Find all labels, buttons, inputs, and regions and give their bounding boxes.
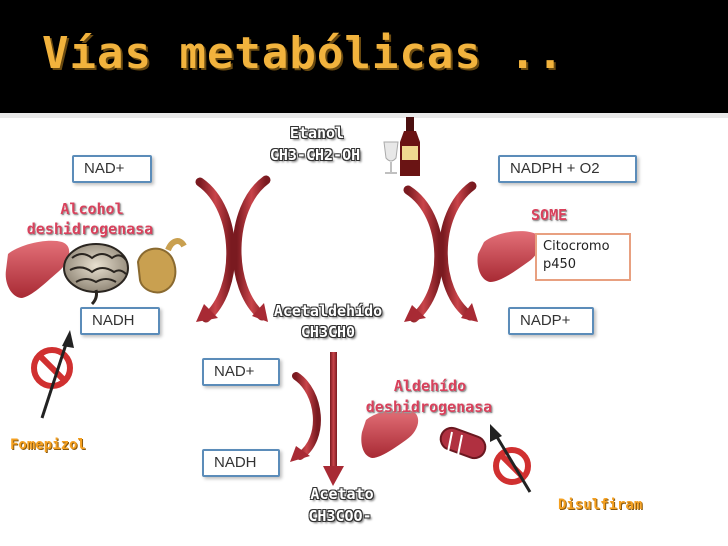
liver-icon — [361, 409, 419, 458]
acetaldehido-formula: CH3CH0 — [300, 323, 356, 341]
page-title: Vías metabólicas .. — [42, 28, 565, 79]
acetato-formula: CH3COO- — [308, 507, 372, 525]
etanol-formula: CH3-CH2-OH — [269, 146, 361, 164]
liver-icon — [5, 240, 70, 298]
arrow-icon — [40, 330, 74, 419]
no-sign-icon — [493, 447, 531, 485]
cofactor-nad-plus-2: NAD+ — [202, 358, 280, 386]
pill-icon — [439, 426, 487, 460]
cofactor-nad-plus: NAD+ — [72, 155, 152, 183]
cofactor-nadh-2: NADH — [202, 449, 280, 477]
enzyme-adh-line2: deshidrogenasa — [26, 220, 154, 238]
cofactor-nadph-o2: NADPH + O2 — [498, 155, 637, 183]
wine-bottle-icon — [400, 117, 420, 176]
no-sign-icon — [31, 347, 73, 389]
cytochrome-line1: Citocromo — [543, 239, 610, 254]
adh-curved-arrow-right — [232, 175, 271, 322]
cytochrome-box: Citocromo p450 — [535, 233, 631, 281]
enzyme-some: SOME — [530, 206, 568, 224]
wine-glass-icon — [383, 141, 399, 174]
adh-curved-arrow-left — [195, 177, 236, 323]
cytochrome-line2: p450 — [543, 257, 577, 272]
inhibitor-disulfiram: Disulfiram — [558, 497, 643, 513]
some-curved-arrow-right — [438, 181, 478, 322]
cofactor-nadh: NADH — [80, 307, 160, 335]
divider — [0, 113, 728, 118]
acetato-name: Acetato — [310, 485, 374, 503]
brain-icon — [63, 243, 129, 306]
arrow-icon — [490, 424, 532, 493]
some-curved-arrow-left — [403, 185, 444, 323]
cofactor-nadp-plus: NADP+ — [508, 307, 594, 335]
enzyme-aldh-line1: Aldehído — [393, 377, 467, 395]
liver-icon — [477, 231, 541, 282]
aldh-curved-arrow — [290, 372, 321, 462]
acetaldehido-name: Acetaldehído — [273, 302, 383, 320]
enzyme-aldh-line2: deshidrogenasa — [365, 398, 493, 416]
stomach-icon — [136, 238, 187, 294]
inhibitor-fomepizol: Fomepizol — [10, 437, 86, 453]
aldh-straight-arrow — [323, 352, 344, 486]
header-bar — [0, 0, 728, 113]
etanol-name: Etanol — [289, 124, 345, 142]
enzyme-adh-line1: Alcohol — [60, 200, 124, 218]
